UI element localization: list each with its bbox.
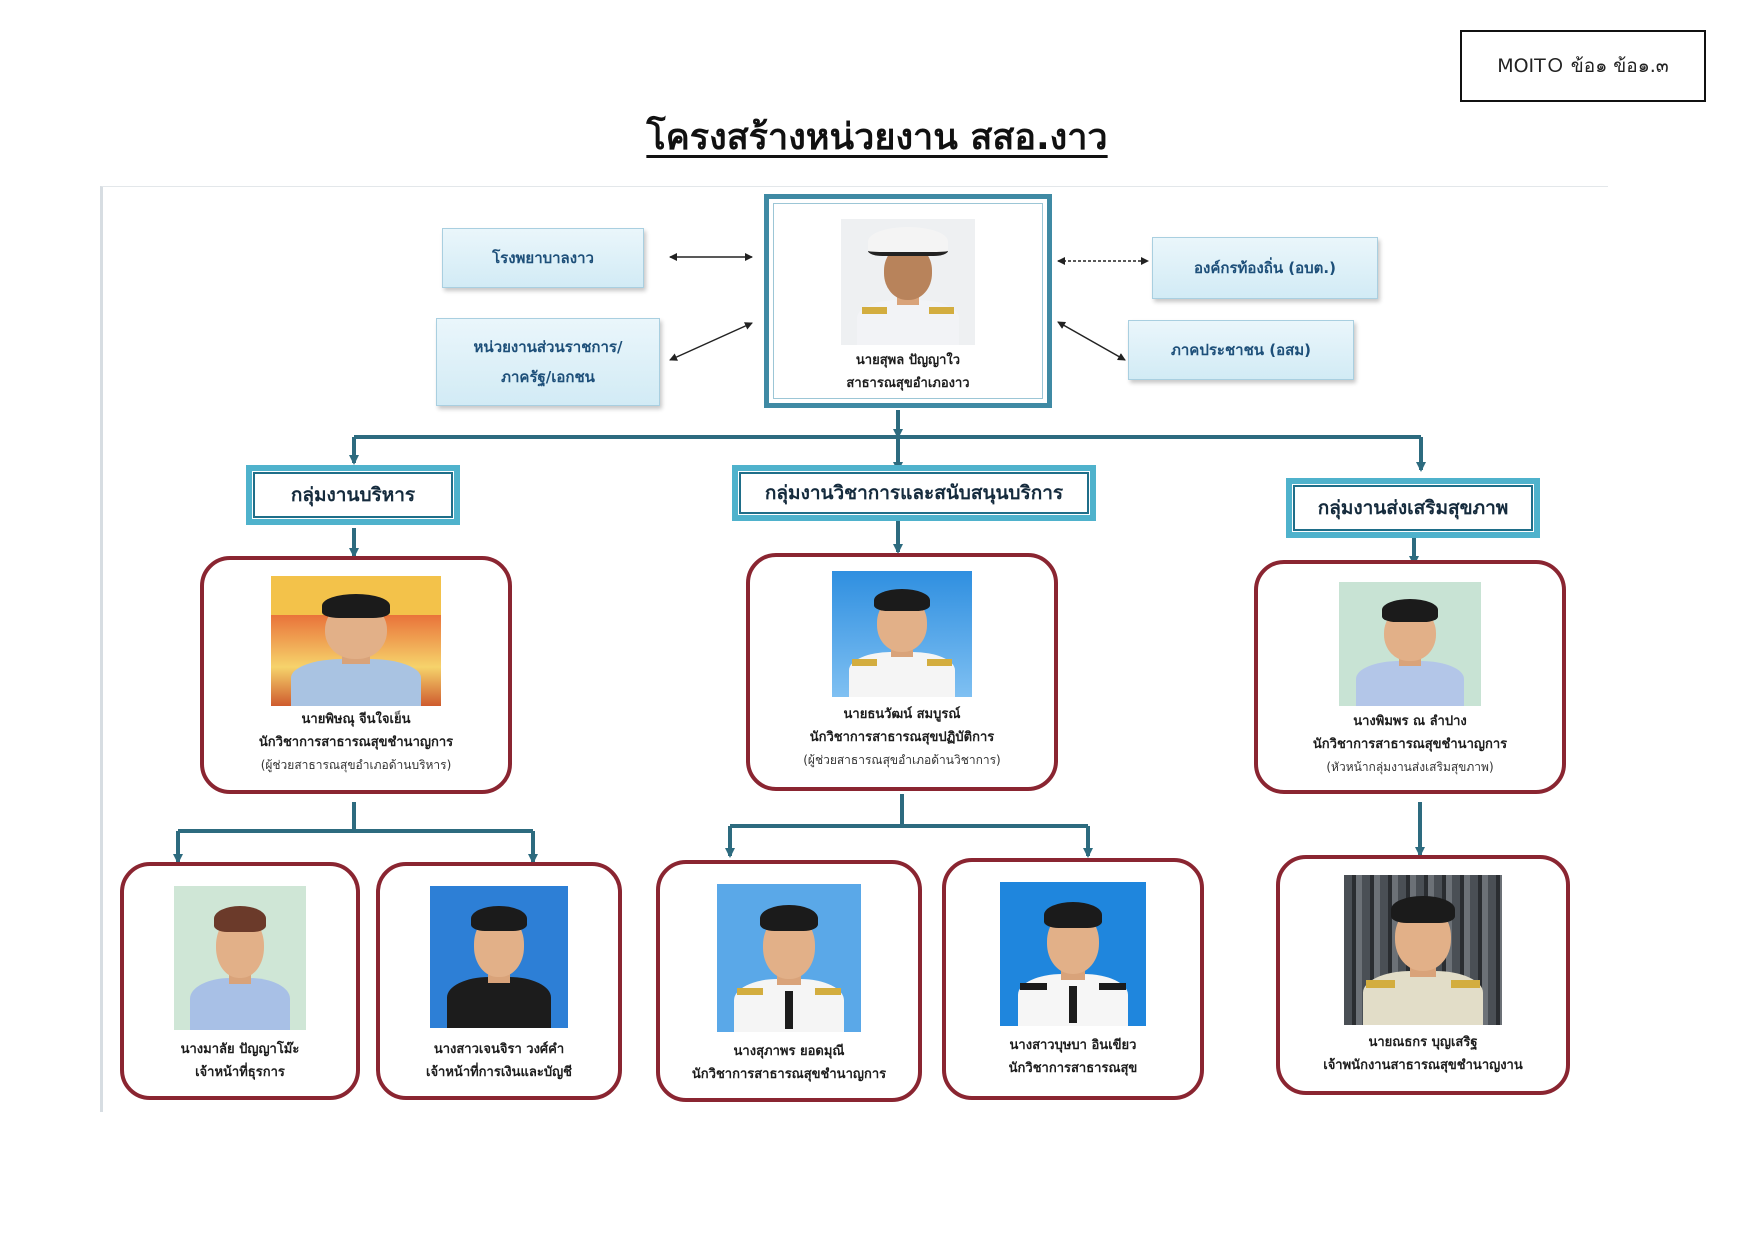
partner-government-label-line2: ภาครัฐ/เอกชน: [501, 368, 595, 386]
group-lead-card-admin: นายพิษณุ จีนใจเย็น นักวิชาการสาธารณสุขชำ…: [200, 556, 512, 794]
staff-1-position: เจ้าหน้าที่ธุรการ: [195, 1065, 285, 1080]
partner-public-box: ภาคประชาชน (อสม): [1128, 320, 1354, 380]
link-public: [1057, 321, 1126, 361]
group-lead-card-promotion: นางพิมพร ณ ลำปาง นักวิชาการสาธารณสุขชำนา…: [1254, 560, 1566, 794]
group-lead-academic-photo: [832, 571, 972, 697]
group-lead-academic-name: นายธนวัฒน์ สมบูรณ์: [843, 707, 961, 722]
group-lead-promotion-photo: [1339, 582, 1481, 706]
group-admin-label: กลุ่มงานบริหาร: [290, 484, 416, 506]
staff-5-name: นายณธกร บุญเสริฐ: [1368, 1035, 1478, 1050]
staff-5-photo: [1344, 875, 1502, 1025]
staff-5-position: เจ้าพนักงานสาธารณสุขชำนาญงาน: [1323, 1058, 1523, 1073]
document-reference-label: MOITＯ ข้อ๑ ข้อ๑.๓: [1497, 55, 1669, 77]
group-promotion-box: กลุ่มงานส่งเสริมสุขภาพ: [1286, 478, 1540, 538]
partner-government-box: หน่วยงานส่วนราชการ/ ภาครัฐ/เอกชน: [436, 318, 660, 406]
partner-hospital-label: โรงพยาบาลงาว: [492, 249, 594, 267]
staff-2-position: เจ้าหน้าที่การเงินและบัญชี: [426, 1065, 572, 1080]
partner-government-label-line1: หน่วยงานส่วนราชการ/: [473, 338, 623, 356]
group-lead-academic-note: (ผู้ช่วยสาธารณสุขอำเภอด้านวิชาการ): [803, 753, 1001, 767]
staff-4-name: นางสาวบุษบา อินเขียว: [1009, 1038, 1137, 1053]
group-lead-admin-name: นายพิษณุ จีนใจเย็น: [301, 712, 411, 727]
group-lead-academic-position: นักวิชาการสาธารณสุขปฏิบัติการ: [809, 730, 995, 745]
head-position: สาธารณสุขอำเภองาว: [846, 376, 970, 391]
staff-card-3: นางสุภาพร ยอดมุณี นักวิชาการสาธารณสุขชำน…: [656, 860, 922, 1102]
group-academic-label: กลุ่มงานวิชาการและสนับสนุนบริการ: [764, 482, 1064, 504]
partner-local-org-box: องค์กรท้องถิ่น (อบต.): [1152, 237, 1378, 299]
head-of-office-box: นายสุพล ปัญญาใว สาธารณสุขอำเภองาว: [764, 194, 1052, 408]
partner-hospital-box: โรงพยาบาลงาว: [442, 228, 644, 288]
page-title: โครงสร้างหน่วยงาน สสอ.งาว: [646, 117, 1108, 158]
staff-1-name: นางมาลัย ปัญญาโม๊ะ: [180, 1042, 300, 1057]
head-name: นายสุพล ปัญญาใว: [855, 353, 961, 368]
partner-public-label: ภาคประชาชน (อสม): [1170, 341, 1311, 359]
group-lead-admin-photo: [271, 576, 441, 706]
link-government: [669, 322, 753, 361]
staff-4-position: นักวิชาการสาธารณสุข: [1008, 1061, 1138, 1076]
staff-2-photo: [430, 886, 568, 1028]
group-lead-admin-note: (ผู้ช่วยสาธารณสุขอำเภอด้านบริหาร): [260, 758, 452, 772]
staff-1-photo: [174, 886, 306, 1030]
group-lead-card-academic: นายธนวัฒน์ สมบูรณ์ นักวิชาการสาธารณสุขปฏ…: [746, 553, 1058, 791]
group-admin-box: กลุ่มงานบริหาร: [246, 465, 460, 525]
group-academic-box: กลุ่มงานวิชาการและสนับสนุนบริการ: [732, 465, 1096, 521]
group-promotion-label: กลุ่มงานส่งเสริมสุขภาพ: [1317, 497, 1509, 519]
group-lead-promotion-name: นางพิมพร ณ ลำปาง: [1353, 714, 1467, 729]
staff-3-photo: [717, 884, 861, 1032]
staff-2-name: นางสาวเจนจิรา วงศ์คำ: [433, 1042, 565, 1057]
staff-card-2: นางสาวเจนจิรา วงศ์คำ เจ้าหน้าที่การเงินแ…: [376, 862, 622, 1100]
group-lead-promotion-position: นักวิชาการสาธารณสุขชำนาญการ: [1312, 737, 1508, 752]
partner-local-org-label: องค์กรท้องถิ่น (อบต.): [1194, 259, 1336, 277]
staff-3-position: นักวิชาการสาธารณสุขชำนาญการ: [691, 1067, 887, 1082]
staff-3-name: นางสุภาพร ยอดมุณี: [733, 1044, 845, 1059]
staff-4-photo: [1000, 882, 1146, 1026]
staff-card-1: นางมาลัย ปัญญาโม๊ะ เจ้าหน้าที่ธุรการ: [120, 862, 360, 1100]
staff-card-4: นางสาวบุษบา อินเขียว นักวิชาการสาธารณสุข: [942, 858, 1204, 1100]
group-lead-admin-position: นักวิชาการสาธารณสุขชำนาญการ: [258, 735, 454, 750]
group-lead-promotion-note: (หัวหน้ากลุ่มงานส่งเสริมสุขภาพ): [1326, 760, 1494, 774]
staff-card-5: นายณธกร บุญเสริฐ เจ้าพนักงานสาธารณสุขชำน…: [1276, 855, 1570, 1095]
document-reference-box: MOITＯ ข้อ๑ ข้อ๑.๓: [1460, 30, 1706, 102]
head-photo: [841, 219, 975, 345]
